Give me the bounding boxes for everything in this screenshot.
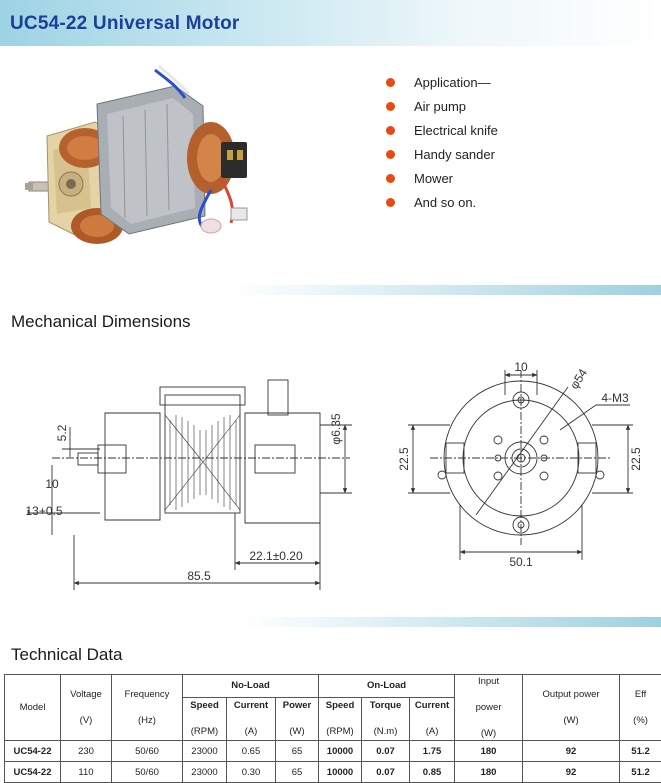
page-title: UC54-22 Universal Motor bbox=[10, 13, 240, 34]
dim-label-85-5: 85.5 bbox=[187, 569, 211, 583]
list-item: Handy sander bbox=[385, 146, 498, 170]
header-ol-speed: Speed(RPM) bbox=[318, 696, 363, 742]
bullet-icon bbox=[386, 150, 395, 159]
header-nl-power: Power(W) bbox=[274, 696, 320, 742]
header-bar bbox=[0, 0, 661, 46]
dim-label-front-10: 10 bbox=[514, 360, 528, 374]
dim-label-22-5-right: 22.5 bbox=[629, 447, 643, 471]
mechanical-drawing: 5.2 φ6.35 10 13+0.5 22.1±0.20 85.5 10 φ5… bbox=[25, 360, 643, 590]
header-nl-current: Current(A) bbox=[226, 696, 276, 742]
dim-label-5-2: 5.2 bbox=[55, 424, 69, 441]
dim-label-22-1: 22.1±0.20 bbox=[249, 549, 303, 563]
bullet-icon bbox=[386, 102, 395, 111]
list-item: Electrical knife bbox=[385, 122, 498, 146]
table-row: UC54-22 110 50/60 23000 0.30 65 10000 0.… bbox=[4, 761, 661, 783]
list-item: Air pump bbox=[385, 98, 498, 122]
header-voltage: Voltage(V) bbox=[60, 674, 112, 741]
technical-data-title: Technical Data bbox=[11, 645, 123, 664]
mechanical-dimensions-title: Mechanical Dimensions bbox=[11, 312, 191, 331]
header-nl-speed: Speed(RPM) bbox=[182, 696, 227, 742]
list-item: And so on. bbox=[385, 194, 498, 218]
dim-label-4-m3: 4-M3 bbox=[601, 391, 629, 405]
list-item: Mower bbox=[385, 170, 498, 194]
motor-photo bbox=[25, 64, 248, 244]
header-output-power: Output power(W) bbox=[522, 674, 621, 741]
table-row: UC54-22 230 50/60 23000 0.65 65 10000 0.… bbox=[4, 740, 661, 762]
header-model: Model bbox=[4, 674, 61, 741]
header-on-load: On-Load bbox=[318, 674, 456, 698]
header-ol-current: Current(A) bbox=[409, 696, 456, 742]
bullet-icon bbox=[386, 198, 395, 207]
bullet-icon bbox=[386, 126, 395, 135]
header-no-load: No-Load bbox=[181, 674, 320, 698]
dim-label-50-1: 50.1 bbox=[509, 555, 533, 569]
dim-label-10: 10 bbox=[45, 477, 59, 491]
bullet-icon bbox=[386, 174, 395, 183]
dim-label-phi-54: φ54 bbox=[567, 366, 590, 392]
application-list: Application— Air pump Electrical knife H… bbox=[385, 74, 498, 218]
list-item: Application— bbox=[385, 74, 498, 98]
header-frequency: Frequency(Hz) bbox=[111, 674, 183, 741]
technical-data-table: Model Voltage(V) Frequency(Hz) No-Load O… bbox=[4, 674, 661, 783]
dim-label-shaft-diameter: φ6.35 bbox=[329, 413, 343, 444]
dim-label-22-5-left: 22.5 bbox=[397, 447, 411, 471]
section-divider bbox=[240, 617, 661, 627]
section-divider bbox=[230, 285, 661, 295]
dim-label-13: 13+0.5 bbox=[25, 504, 62, 518]
header-eff: Eff(%) bbox=[619, 674, 661, 741]
header-ol-torque: Torque(N.m) bbox=[361, 696, 411, 742]
bullet-icon bbox=[386, 78, 395, 87]
